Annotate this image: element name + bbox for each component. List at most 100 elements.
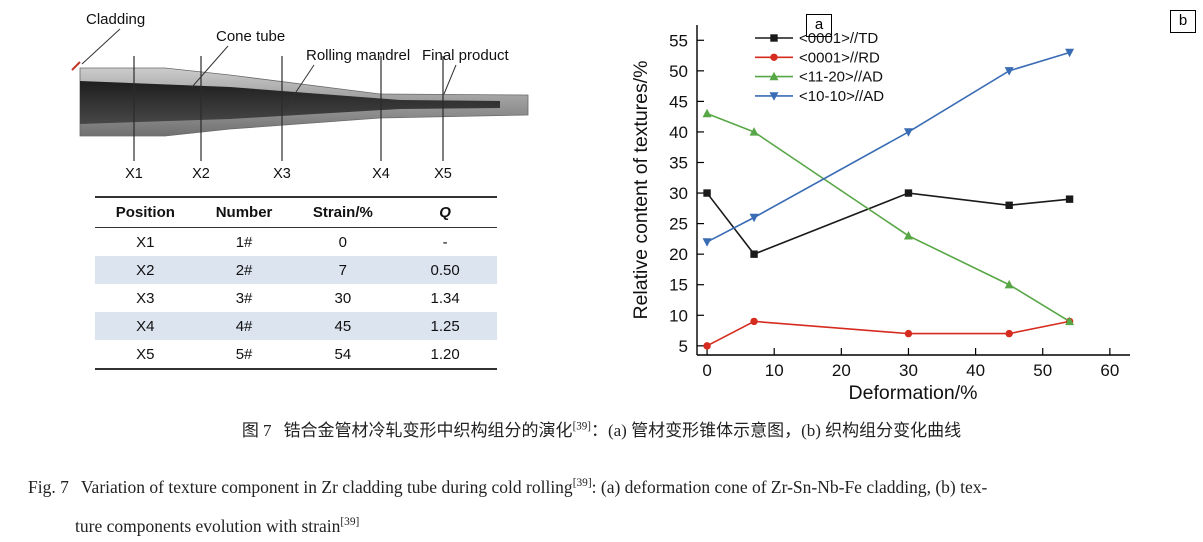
legend-label: <0001>//TD (799, 30, 878, 47)
position-marker-lines (133, 56, 444, 161)
marker-triangle-down (749, 213, 759, 223)
strain-table-cell: 0 (338, 233, 348, 251)
strain-table-cell: 1# (235, 233, 253, 251)
caption-english: Fig. 7 Variation of texture component in … (28, 466, 1198, 542)
strain-table-cell: X4 (136, 317, 155, 335)
red-pointer-mark (71, 61, 81, 71)
caption-zh-rest: ：(a) 管材变形锥体示意图，(b) 织构组分变化曲线 (590, 421, 962, 440)
marker-triangle-up (1004, 279, 1014, 289)
series-line (706, 112, 1070, 323)
marker-square (750, 250, 758, 258)
rolling-mandrel-leader (283, 64, 315, 111)
strain-table-row: X1 1# 0 - (95, 228, 497, 257)
marker-triangle-up (903, 231, 913, 240)
marker-circle (1005, 329, 1013, 338)
y-tick-label: 15 (669, 276, 688, 295)
x-tick-label: 10 (765, 361, 784, 380)
series-line (706, 192, 1070, 256)
y-tick-label: 10 (669, 306, 688, 325)
y-tick-label: 40 (669, 123, 688, 142)
header-q: Q (393, 196, 497, 228)
x-tick-label: 50 (1033, 361, 1052, 380)
y-axis-title: Relative content of textures/% (630, 60, 652, 319)
final-product-label: Final product (422, 47, 510, 64)
strain-table-cell: 54 (334, 345, 352, 363)
strain-table-header-row: Position Number Strain/% Q (95, 196, 497, 228)
series-line (706, 51, 1070, 243)
marker-triangle-down (1004, 67, 1014, 76)
marker-square (1065, 195, 1074, 203)
caption-en-line2: ture components evolution with strain[39… (28, 505, 1198, 542)
y-tick-label: 5 (679, 337, 688, 356)
panel-a-label: a (806, 14, 832, 37)
marker-circle (750, 317, 758, 326)
y-tick-label: 55 (669, 31, 688, 50)
marker-square (770, 34, 778, 42)
caption-en-fig: Fig. 7 (28, 476, 69, 497)
strain-table-cell: 30 (334, 289, 352, 307)
marker-triangle-down (702, 238, 712, 247)
caption-en-line1: Fig. 7 Variation of texture component in … (28, 466, 1198, 505)
strain-table-row: X4 4# 45 1.25 (95, 312, 497, 340)
caption-zh-fig: 图 7 (241, 421, 272, 440)
y-tick-label: 50 (669, 62, 688, 81)
final-product-leader (443, 64, 457, 95)
caption-en-ref1: [39] (572, 477, 592, 489)
marker-triangle-up (749, 127, 759, 136)
header-position: Position (95, 196, 196, 228)
rolling-mandrel-shape (80, 81, 500, 124)
strain-table-cell: 3# (235, 289, 253, 307)
legend-label: <0001>//RD (799, 49, 880, 66)
cladding-leader (81, 28, 121, 65)
strain-table-cell: 1.25 (430, 317, 460, 335)
marker-square (703, 189, 711, 197)
marker-square (904, 189, 913, 197)
position-label-x1: X1 (125, 166, 143, 182)
position-label-x4: X4 (372, 166, 390, 182)
deformation-cone-schematic: Cladding Cone tube Rolling mandrel Final… (71, 11, 529, 182)
series-line (706, 320, 1070, 347)
strain-table-cell: X2 (136, 261, 155, 279)
strain-table-cell: 0.50 (430, 261, 460, 279)
legend-label: <11-20>//AD (799, 69, 883, 86)
position-label-x2: X2 (192, 166, 210, 182)
position-label-x5: X5 (434, 166, 452, 182)
caption-zh-ref: [39] (572, 420, 591, 433)
strain-table-cell: 5# (235, 345, 253, 363)
y-tick-label: 20 (669, 245, 688, 264)
strain-table-cell: 45 (334, 317, 352, 335)
y-tick-label: 25 (669, 215, 688, 234)
cladding-label: Cladding (86, 11, 145, 28)
header-strain: Strain/% (292, 196, 394, 228)
x-tick-label: 30 (899, 361, 918, 380)
strain-table-cell: X1 (136, 233, 155, 251)
marker-circle (904, 329, 913, 338)
caption-zh-text: 锆合金管材冷轧变形中织构组分的演化 (283, 421, 573, 440)
strain-table-cell: 4# (235, 317, 253, 335)
caption-chinese: 图 7 锆合金管材冷轧变形中织构组分的演化[39]：(a) 管材变形锥体示意图，(… (0, 416, 1203, 441)
x-tick-label: 0 (702, 361, 711, 380)
strain-table-cell: - (442, 233, 448, 251)
marker-triangle-down (769, 92, 779, 101)
x-tick-label: 20 (832, 361, 851, 380)
y-tick-label: 35 (669, 154, 688, 173)
caption-en-text1: Variation of texture component in Zr cla… (80, 476, 573, 497)
panel-b-label: b (1170, 10, 1196, 33)
cone-tube-label: Cone tube (216, 28, 285, 45)
strain-table-cell: X3 (136, 289, 155, 307)
caption-en-text2: ture components evolution with strain (75, 515, 341, 536)
texture-evolution-chart: Relative content of textures/% Deformati… (630, 25, 1130, 404)
caption-en-ref2: [39] (340, 515, 360, 528)
strain-table-cell: 1.20 (430, 345, 460, 363)
legend-label: <10-10>//AD (799, 88, 884, 105)
x-axis-title: Deformation/% (849, 382, 978, 404)
marker-triangle-down (1065, 48, 1075, 58)
cone-tube-leader (191, 45, 229, 88)
strain-table-header: Position Number Strain/% Q (95, 196, 497, 228)
